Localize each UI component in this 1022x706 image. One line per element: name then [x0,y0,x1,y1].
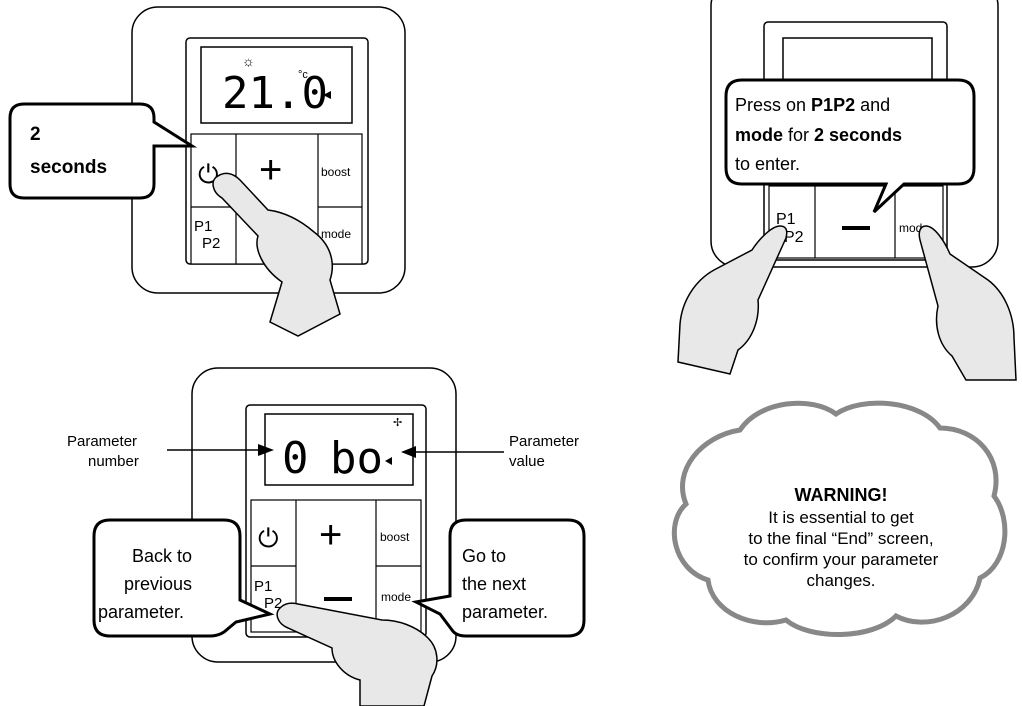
arrow-left-icon [401,446,416,458]
lcd-unit: °c [298,69,308,81]
callout-left-line: previous [124,574,192,594]
callout-line2: seconds [30,157,107,178]
lcd-parameter-number: 0 [282,433,309,484]
hand-icon [212,172,341,337]
callout-text-bold: mode [735,125,783,145]
panel-navigate-parameters: ✢ 0 bo Parameter number Parameter value … [67,367,586,706]
callout-left-line: parameter. [98,602,184,622]
callout-line1: Press on P1P2 and [735,95,890,115]
power-button[interactable]: ⏻ [258,523,279,553]
panel-enter-settings: P1 P2 mode Press on P1P2 and mode for 2 … [677,0,1017,381]
callout-bubble [8,102,198,200]
hand-icon [276,602,438,706]
callout-bubble-left [92,518,275,638]
mode-button[interactable]: mode [321,227,351,241]
buttons-panel [768,185,944,259]
lcd-arrow-icon [323,91,331,99]
boost-button[interactable]: boost [321,165,351,179]
callout-text: for [783,125,814,145]
arrow-right-icon [258,444,274,456]
minus-button[interactable] [842,226,870,230]
lcd-arrow-icon [385,457,392,465]
label-parameter-value: Parameter [509,433,579,450]
sun-icon: ☼ [242,53,255,69]
callout-bubble [724,78,976,214]
p2-label: P2 [202,235,220,252]
callout-right-line: parameter. [462,602,548,622]
callout-text-bold: 2 seconds [814,125,902,145]
p1-label: P1 [254,578,272,595]
callout-left-line: Back to [132,546,192,566]
lcd-screen [200,46,353,124]
callout-text-bold: P1P2 [811,95,855,115]
warning-line: It is essential to get [768,508,914,527]
callout-text: Press on [735,95,811,115]
lcd-parameter-value: bo [330,433,383,484]
label-parameter-number: number [88,453,139,470]
cloud-shape [671,400,1008,637]
warning-title: WARNING! [795,485,888,505]
callout-right-line: the next [462,574,526,594]
mode-button[interactable]: mode [381,590,411,604]
panel-hold-power: ☼ 21.0 °c ⏻ + boost P1 P2 mode 2 seconds [8,6,406,337]
p1-label: P1 [776,211,796,228]
callout-right-line: Go to [462,546,506,566]
p2-label: P2 [264,595,282,612]
callout-line3: to enter. [735,154,800,174]
warning-line: to the final “End” screen, [748,529,933,548]
warning-cloud: WARNING! It is essential to get to the f… [671,400,1008,637]
plus-button[interactable]: + [319,513,342,557]
hand-icon [677,225,788,375]
p1-label: P1 [194,218,212,235]
p2-label: P2 [784,229,804,246]
label-parameter-number: Parameter [67,433,137,450]
lcd-screen [264,413,414,486]
warning-line: to confirm your parameter [744,550,939,569]
lcd-temperature: 21.0 [222,68,328,119]
callout-bubble-right [411,518,586,638]
fan-icon: ✢ [393,417,402,429]
minus-button[interactable] [324,597,352,601]
callout-text: and [855,95,890,115]
label-parameter-value: value [509,453,545,470]
plus-button[interactable]: + [259,148,282,192]
callout-line2: mode for 2 seconds [735,125,902,145]
callout-line1: 2 [30,124,41,145]
boost-button[interactable]: boost [380,530,410,544]
warning-line: changes. [807,571,876,590]
hand-icon [918,225,1017,381]
